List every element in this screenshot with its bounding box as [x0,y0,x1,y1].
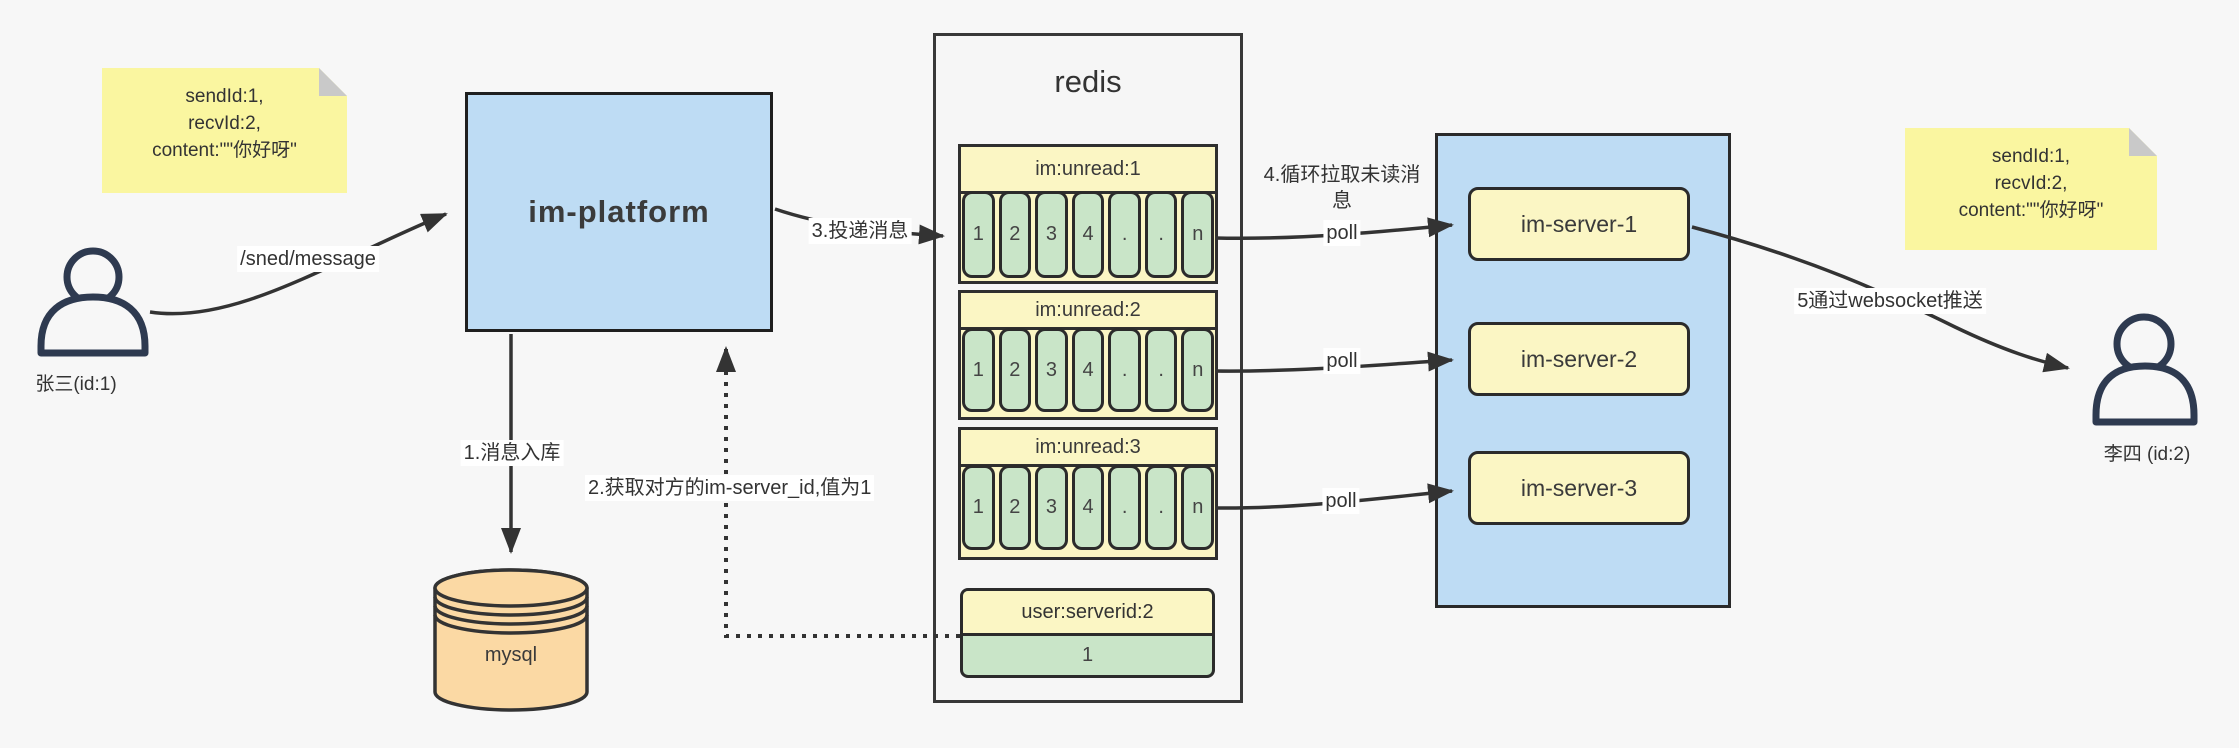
im-platform-box: im-platform [465,92,773,332]
queue-cell: n [1181,465,1215,550]
edge-label-step1: 1.消息入库 [460,440,564,466]
edge-label-poll-1: poll [1323,220,1361,246]
user-head [63,247,123,307]
receiver-label: 李四 (id:2) [2103,444,2191,465]
database-cylinder-icon [433,568,589,712]
queue-cells-unread-1: 1 2 3 4 . . n [962,191,1215,278]
im-server-2-box: im-server-2 [1468,322,1690,396]
queue-cells-unread-2: 1 2 3 4 . . n [962,328,1215,412]
queue-title: im:unread:3 [961,430,1215,467]
user-head [2113,313,2175,375]
queue-cell: 2 [998,465,1032,550]
im-server-3-box: im-server-3 [1468,451,1690,525]
edge-label-step2: 2.获取对方的im-server_id,值为1 [585,475,875,501]
user-icon-receiver [2092,313,2198,426]
im-server-1-label: im-server-1 [1520,210,1638,237]
queue-cell: 4 [1071,328,1105,412]
redis-title: redis [1054,64,1122,99]
queue-cell: 2 [998,191,1032,278]
edge-label-step3: 3.投递消息 [808,218,912,244]
queue-cell: 1 [962,328,995,412]
im-server-3-label: im-server-3 [1520,474,1638,501]
edge-label-step5: 5通过websocket推送 [1794,288,1986,314]
im-platform-label: im-platform [528,194,710,229]
sticky-note-sender-text: sendId:1, recvId:2, content:""你好呀" [102,68,347,164]
sticky-note-receiver-text: sendId:1, recvId:2, content:""你好呀" [1905,128,2157,224]
user-body [2092,362,2198,426]
user-body [37,293,149,357]
edge-label-step4: 4.循环拉取未读消息 [1263,164,1421,212]
queue-cell: 4 [1071,191,1105,278]
queue-cell: . [1108,191,1141,278]
queue-cell: 3 [1035,328,1068,412]
sender-label: 张三(id:1) [35,374,117,395]
im-server-1-box: im-server-1 [1468,187,1690,261]
im-server-2-label: im-server-2 [1520,345,1638,372]
user-serverid-box: user:serverid:2 1 [960,588,1215,678]
queue-cell: 3 [1035,465,1068,550]
user-serverid-value: 1 [1081,644,1094,666]
note-line: sendId:1, [185,86,264,107]
mysql-label: mysql [484,644,538,666]
note-line: content:""你好呀" [1958,200,2104,221]
queue-title: im:unread:1 [961,147,1215,194]
sticky-note-receiver: sendId:1, recvId:2, content:""你好呀" [1905,128,2157,250]
queue-cell: . [1108,328,1141,412]
edge-label-send-message: /sned/message [237,246,379,272]
queue-cell: n [1181,191,1215,278]
queue-cell: 3 [1035,191,1068,278]
user-icon-sender [37,247,149,357]
note-line: content:""你好呀" [152,140,297,161]
sticky-note-sender: sendId:1, recvId:2, content:""你好呀" [102,68,347,193]
queue-cell: . [1144,191,1178,278]
queue-cell: 1 [962,465,995,550]
queue-cell: 1 [962,191,995,278]
note-line: recvId:2, [188,113,261,134]
note-line: sendId:1, [1991,146,2071,167]
queue-cell: 2 [998,328,1032,412]
queue-cell: . [1144,328,1178,412]
queue-title: im:unread:2 [961,293,1215,330]
queue-cell: . [1144,465,1178,550]
queue-cell: n [1181,328,1215,412]
queue-cell: 4 [1071,465,1105,550]
queue-cells-unread-3: 1 2 3 4 . . n [962,465,1215,550]
edge-label-poll-3: poll [1322,488,1360,514]
queue-cell: . [1108,465,1141,550]
edge-label-poll-2: poll [1323,348,1361,374]
user-serverid-key: user:serverid:2 [963,591,1212,636]
note-line: recvId:2, [1994,173,2068,194]
